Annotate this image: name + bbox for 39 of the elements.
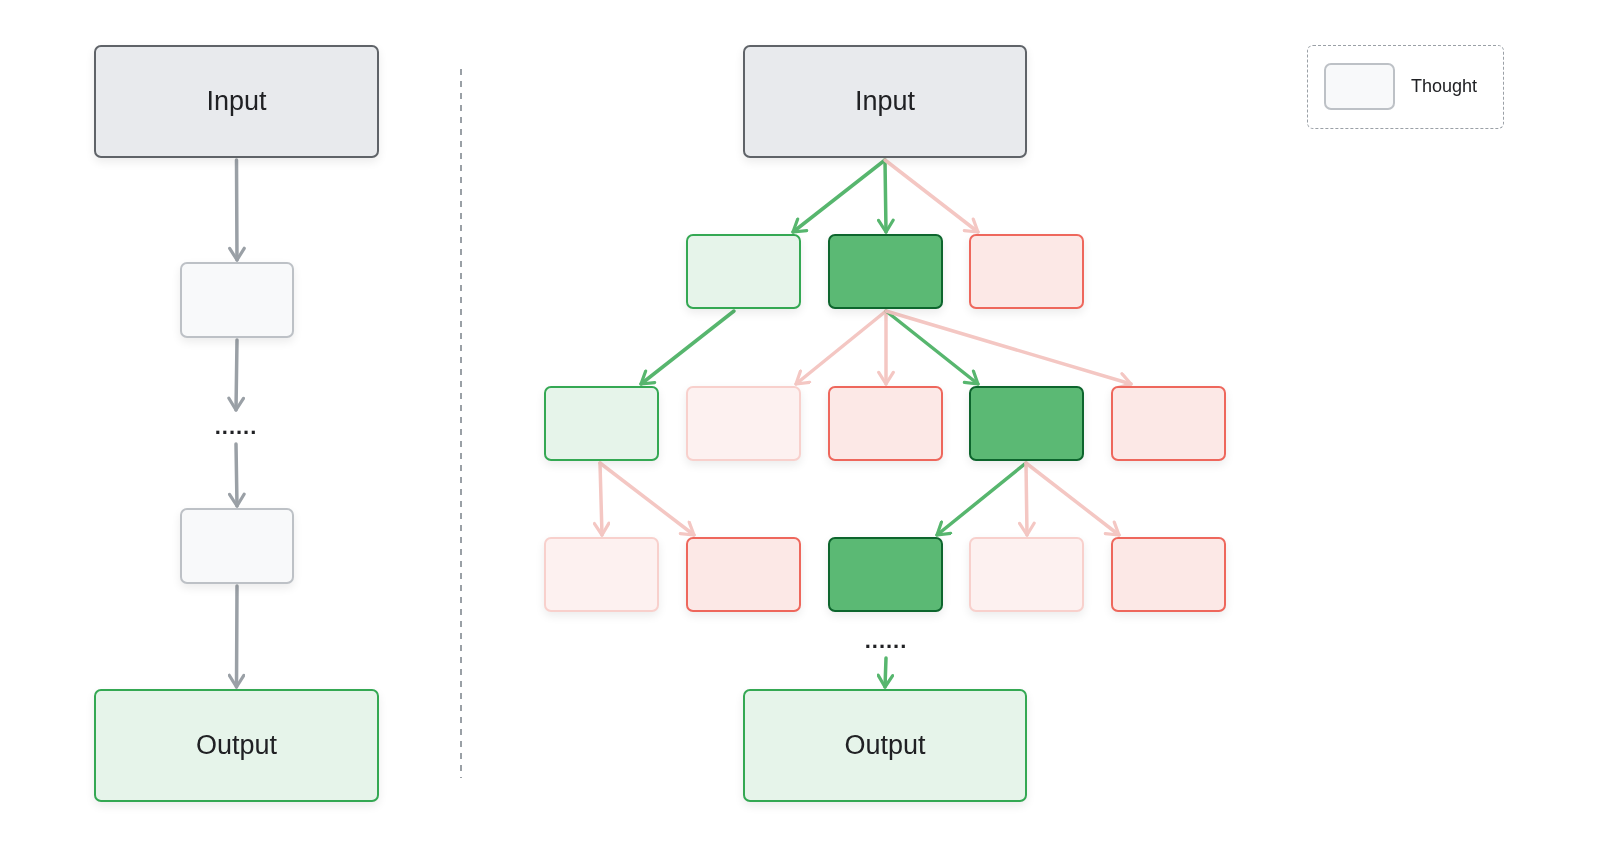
input-box xyxy=(94,45,379,158)
arrow xyxy=(876,158,895,234)
thought-box xyxy=(969,234,1084,309)
box-label: Input xyxy=(206,86,267,117)
thought-box xyxy=(686,386,801,461)
arrow xyxy=(598,461,696,537)
arrow xyxy=(876,656,895,689)
arrow xyxy=(877,309,895,386)
arrow xyxy=(227,442,246,508)
box-label: Output xyxy=(844,730,926,761)
thought-box xyxy=(828,537,943,612)
legend-label: Thought xyxy=(1411,76,1478,97)
arrow xyxy=(228,158,246,262)
output-box xyxy=(94,689,379,802)
thought-box xyxy=(969,386,1084,461)
arrow xyxy=(227,338,246,412)
thought-box xyxy=(544,386,659,461)
arrow xyxy=(1024,461,1121,537)
arrow xyxy=(639,309,736,386)
thought-box xyxy=(1111,537,1226,612)
thought-box xyxy=(686,537,801,612)
thought-box xyxy=(544,537,659,612)
thought-box xyxy=(969,537,1084,612)
box-label: Input xyxy=(854,86,916,117)
box-label: Output xyxy=(195,730,278,761)
ellipsis-text: ...... xyxy=(864,628,908,654)
arrow xyxy=(1017,461,1036,537)
output-box xyxy=(743,689,1027,802)
arrow xyxy=(227,584,246,689)
arrow xyxy=(883,158,980,234)
arrow xyxy=(592,461,611,537)
input-box xyxy=(743,45,1027,158)
thought-box xyxy=(828,234,943,309)
thought-box xyxy=(1111,386,1226,461)
thought-box xyxy=(180,262,294,338)
thought-box xyxy=(686,234,801,309)
thought-box xyxy=(828,386,943,461)
thought-box xyxy=(180,508,294,584)
ellipsis-text: ...... xyxy=(214,414,258,440)
